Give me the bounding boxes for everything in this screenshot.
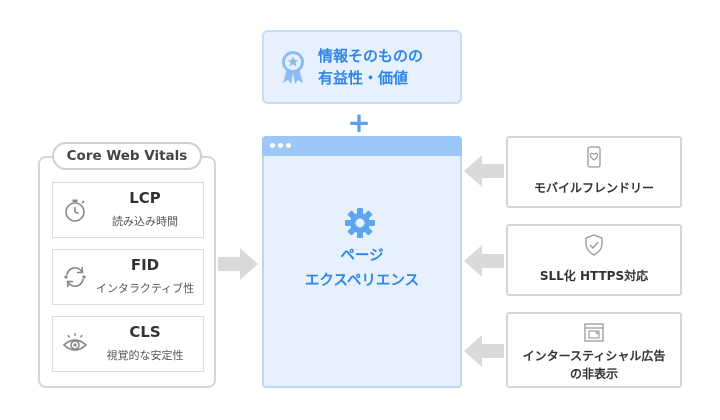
window-dot	[286, 143, 291, 148]
content-value-card: 情報そのものの 有益性・価値	[262, 30, 462, 104]
plus-icon: +	[347, 106, 371, 139]
metric-name: FID	[130, 256, 160, 274]
factor-mobile-friendly: モバイルフレンドリー	[506, 136, 682, 208]
window-title-bar	[262, 136, 462, 156]
factor-https: SLL化 HTTPS対応	[506, 224, 682, 296]
metric-cls: CLS 視覚的な安定性	[52, 316, 204, 372]
stopwatch-icon	[65, 199, 85, 222]
award-ribbon-icon	[282, 51, 304, 84]
metric-desc: 読み込み時間	[112, 215, 178, 228]
page-experience-window	[262, 136, 462, 388]
gear-icon	[345, 208, 375, 238]
page-experience-line2: エクスペリエンス	[304, 273, 420, 289]
window-dot	[270, 143, 275, 148]
factor-label-line2: の非表示	[569, 367, 618, 381]
metric-lcp: LCP 読み込み時間	[52, 182, 204, 238]
metric-name: LCP	[129, 189, 161, 207]
mobile-heart-icon	[587, 146, 601, 168]
metric-name: CLS	[129, 323, 161, 341]
arrow-left-icon	[464, 245, 504, 277]
shield-check-icon	[585, 234, 603, 256]
page-experience-label: ページ エクスペリエンス	[262, 244, 462, 294]
arrow-right-icon	[218, 248, 258, 280]
eye-icon	[62, 333, 88, 351]
content-value-line1: 情報そのものの	[318, 47, 424, 65]
window-dot	[278, 143, 283, 148]
metric-desc: インタラクティブ性	[95, 282, 195, 295]
metric-fid: FID インタラクティブ性	[52, 249, 204, 305]
factor-no-interstitial: インタースティシャル広告 の非表示	[506, 312, 682, 388]
factor-label: モバイルフレンドリー	[533, 181, 654, 195]
page-experience-line1: ページ	[340, 248, 384, 264]
factor-label: SLL化 HTTPS対応	[539, 269, 649, 283]
core-web-vitals-title: Core Web Vitals	[52, 142, 202, 170]
metric-desc: 視覚的な安定性	[106, 349, 184, 362]
arrow-left-icon	[464, 335, 504, 367]
arrow-left-icon	[464, 155, 504, 187]
cycle-arrows-icon	[64, 266, 86, 288]
popup-window-icon	[584, 323, 604, 342]
content-value-line2: 有益性・価値	[318, 69, 409, 87]
factor-label: インタースティシャル広告	[522, 349, 666, 363]
